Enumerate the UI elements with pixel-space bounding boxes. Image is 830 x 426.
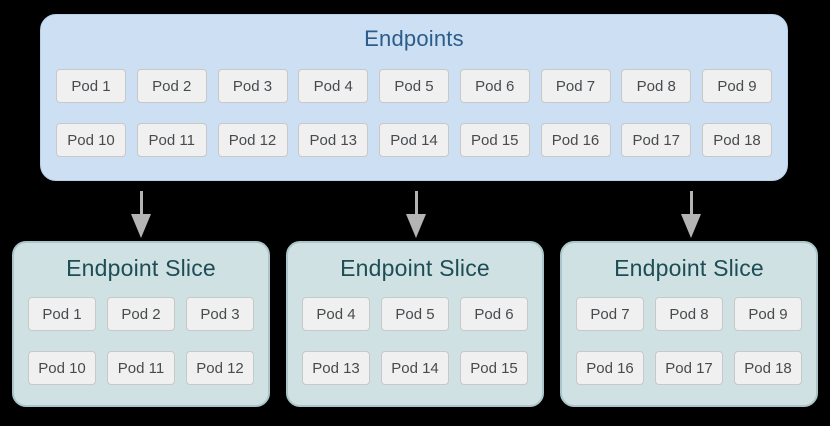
endpoints-pod-grid: Pod 1 Pod 2 Pod 3 Pod 4 Pod 5 Pod 6 Pod … [56,69,772,157]
pod-box: Pod 2 [107,297,175,331]
endpoint-slice-title: Endpoint Slice [340,255,490,281]
pod-box: Pod 18 [702,123,772,157]
endpoints-box: Endpoints Pod 1 Pod 2 Pod 3 Pod 4 Pod 5 … [40,14,788,181]
arrow-head [681,214,701,238]
pod-box: Pod 16 [540,123,611,157]
pod-box: Pod 4 [298,69,369,103]
slice-pod-grid: Pod 4 Pod 5 Pod 6 Pod 13 Pod 14 Pod 15 [302,297,528,385]
pod-box: Pod 15 [460,351,528,385]
slice-pod-row-1: Pod 1 Pod 2 Pod 3 [28,297,254,331]
arrow-down-icon [406,191,426,238]
slice-pod-row-2: Pod 16 Pod 17 Pod 18 [576,351,802,385]
slice-pod-row-1: Pod 4 Pod 5 Pod 6 [302,297,528,331]
pod-box: Pod 9 [702,69,772,103]
pod-box: Pod 6 [459,69,530,103]
pod-box: Pod 11 [136,123,207,157]
arrow-down-icon [131,191,151,238]
pod-box: Pod 15 [459,123,530,157]
pod-box: Pod 12 [186,351,254,385]
pod-box: Pod 7 [540,69,611,103]
endpoints-pod-row-1: Pod 1 Pod 2 Pod 3 Pod 4 Pod 5 Pod 6 Pod … [56,69,772,103]
pod-box: Pod 7 [576,297,644,331]
pod-box: Pod 5 [381,297,449,331]
pod-box: Pod 14 [381,351,449,385]
slice-pod-grid: Pod 1 Pod 2 Pod 3 Pod 10 Pod 11 Pod 12 [28,297,254,385]
arrow-down-icon [681,191,701,238]
pod-box: Pod 13 [298,123,369,157]
endpoints-title: Endpoints [364,26,464,51]
pod-box: Pod 10 [28,351,96,385]
arrow-stem [689,191,693,214]
pod-box: Pod 1 [56,69,126,103]
pod-box: Pod 12 [217,123,288,157]
pod-box: Pod 5 [379,69,449,103]
pod-box: Pod 14 [379,123,449,157]
pod-box: Pod 17 [621,123,692,157]
pod-box: Pod 6 [460,297,528,331]
pod-box: Pod 11 [107,351,175,385]
pod-box: Pod 18 [734,351,802,385]
endpoint-slice-title: Endpoint Slice [614,255,764,281]
pod-box: Pod 3 [186,297,254,331]
pod-box: Pod 1 [28,297,96,331]
pod-box: Pod 4 [302,297,370,331]
endpoints-pod-row-2: Pod 10 Pod 11 Pod 12 Pod 13 Pod 14 Pod 1… [56,123,772,157]
slice-pod-row-2: Pod 10 Pod 11 Pod 12 [28,351,254,385]
pod-box: Pod 8 [655,297,723,331]
slice-pod-row-2: Pod 13 Pod 14 Pod 15 [302,351,528,385]
pod-box: Pod 9 [734,297,802,331]
slice-pod-row-1: Pod 7 Pod 8 Pod 9 [576,297,802,331]
pod-box: Pod 10 [56,123,126,157]
slice-pod-grid: Pod 7 Pod 8 Pod 9 Pod 16 Pod 17 Pod 18 [576,297,802,385]
pod-box: Pod 13 [302,351,370,385]
pod-box: Pod 16 [576,351,644,385]
endpoint-slice-title: Endpoint Slice [66,255,216,281]
arrow-stem [414,191,418,214]
arrow-stem [139,191,143,214]
endpoint-slice-box: Endpoint Slice Pod 4 Pod 5 Pod 6 Pod 13 … [286,241,544,407]
pod-box: Pod 3 [217,69,288,103]
arrow-head [131,214,151,238]
pod-box: Pod 8 [621,69,692,103]
endpoint-slice-box: Endpoint Slice Pod 1 Pod 2 Pod 3 Pod 10 … [12,241,270,407]
pod-box: Pod 17 [655,351,723,385]
pod-box: Pod 2 [136,69,207,103]
endpoint-slice-box: Endpoint Slice Pod 7 Pod 8 Pod 9 Pod 16 … [560,241,818,407]
arrow-head [406,214,426,238]
